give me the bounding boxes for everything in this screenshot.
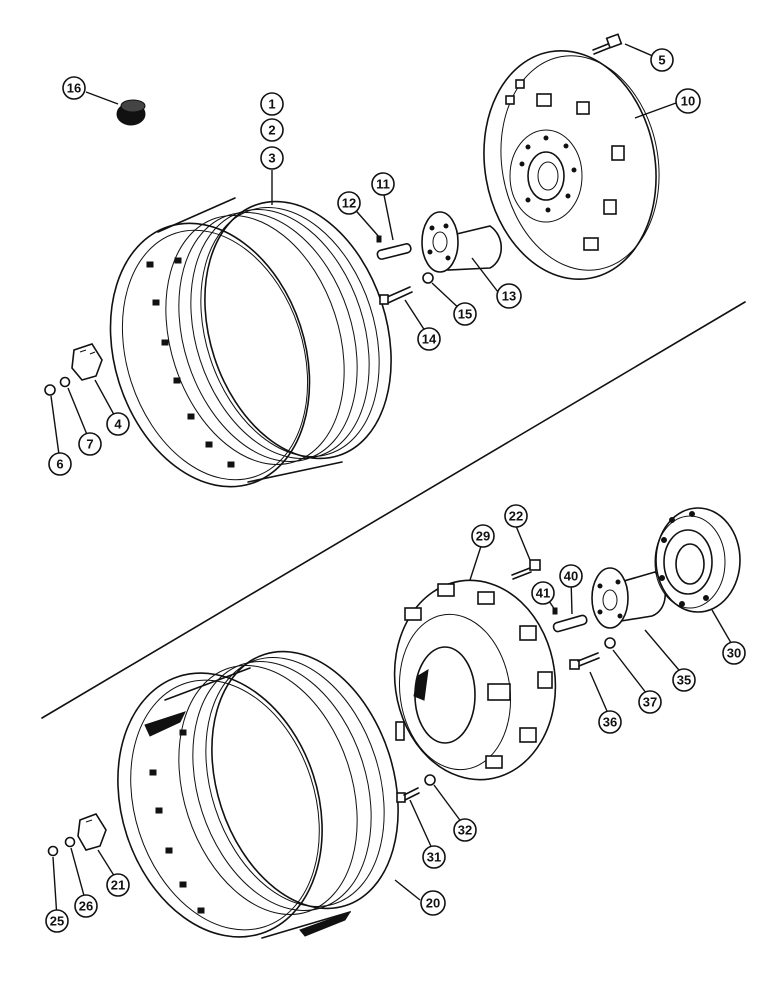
svg-text:29: 29: [476, 529, 490, 544]
svg-text:4: 4: [114, 417, 122, 432]
part-5-bolt: [592, 33, 623, 55]
callout-21: 21: [106, 873, 130, 897]
svg-text:41: 41: [536, 586, 550, 601]
svg-text:22: 22: [509, 509, 523, 524]
callout-29: 29: [471, 524, 495, 548]
part-10-wheel-disc: [483, 49, 660, 281]
part-6-nut: [44, 384, 56, 396]
part-30-flange: [654, 507, 741, 613]
svg-text:10: 10: [681, 94, 695, 109]
callout-36: 36: [598, 710, 622, 734]
svg-text:32: 32: [458, 823, 472, 838]
callout-11: 11: [371, 172, 395, 196]
callout-3: 3: [260, 146, 284, 170]
callout-16: 16: [62, 76, 86, 100]
callout-20: 20: [420, 890, 446, 916]
part-31-bolt: [396, 787, 420, 803]
svg-text:35: 35: [677, 673, 691, 688]
svg-text:13: 13: [502, 289, 516, 304]
callout-2: 2: [260, 118, 284, 142]
callout-1: 1: [260, 92, 284, 116]
callout-30: 30: [722, 641, 746, 665]
svg-text:2: 2: [268, 123, 275, 138]
part-14-bolt: [379, 286, 413, 305]
callout-32: 32: [453, 818, 477, 842]
callout-12: 12: [337, 191, 361, 215]
part-37-washer: [604, 637, 616, 649]
svg-text:12: 12: [342, 196, 356, 211]
svg-text:30: 30: [727, 646, 741, 661]
svg-text:20: 20: [426, 896, 440, 911]
callout-7: 7: [78, 432, 102, 456]
svg-text:36: 36: [603, 715, 617, 730]
part-7-washer: [59, 376, 71, 388]
part-11-key: [376, 243, 412, 260]
callout-15: 15: [453, 302, 477, 326]
part-21-clamp: [77, 813, 107, 851]
svg-text:1: 1: [268, 97, 275, 112]
callout-14: 14: [417, 327, 441, 351]
svg-text:31: 31: [427, 850, 441, 865]
part-29-center-disc: [393, 579, 557, 781]
callout-6: 6: [48, 452, 72, 476]
part-4-clamp: [71, 343, 103, 381]
part-22-bolt: [511, 559, 541, 580]
svg-text:15: 15: [458, 307, 472, 322]
svg-text:25: 25: [50, 914, 64, 929]
part-32-washer: [424, 774, 436, 786]
part-15-washer: [422, 272, 434, 284]
part-41-set-screw: [552, 607, 558, 615]
svg-text:14: 14: [422, 332, 437, 347]
callout-25: 25: [45, 909, 69, 933]
bottom-wheel-rim: [117, 650, 399, 939]
part-26-washer: [64, 836, 76, 848]
svg-text:16: 16: [67, 81, 81, 96]
svg-text:6: 6: [56, 457, 63, 472]
svg-text:37: 37: [643, 695, 657, 710]
part-40-key: [552, 614, 588, 633]
part-25-nut: [47, 845, 59, 857]
callout-37: 37: [638, 690, 662, 714]
callout-31: 31: [422, 845, 446, 869]
top-wheel-rim: [109, 197, 392, 488]
callout-4: 4: [106, 412, 130, 436]
callout-26: 26: [74, 894, 98, 918]
svg-text:5: 5: [658, 53, 665, 68]
part-36-bolt: [569, 652, 600, 670]
svg-text:3: 3: [268, 151, 275, 166]
svg-text:26: 26: [79, 899, 93, 914]
callout-5: 5: [650, 48, 674, 72]
svg-text:7: 7: [86, 437, 93, 452]
part-13-hub: [421, 211, 503, 273]
svg-text:21: 21: [111, 878, 125, 893]
callout-41: 41: [531, 581, 555, 605]
part-16-plug: [116, 99, 146, 126]
callout-35: 35: [672, 668, 696, 692]
callout-13: 13: [496, 283, 522, 309]
callout-10: 10: [675, 88, 701, 114]
part-35-hub: [591, 567, 666, 629]
section-divider-line: [41, 301, 746, 719]
svg-text:11: 11: [376, 177, 390, 192]
callout-22: 22: [504, 504, 528, 528]
callout-40: 40: [559, 564, 583, 588]
svg-text:40: 40: [564, 569, 578, 584]
